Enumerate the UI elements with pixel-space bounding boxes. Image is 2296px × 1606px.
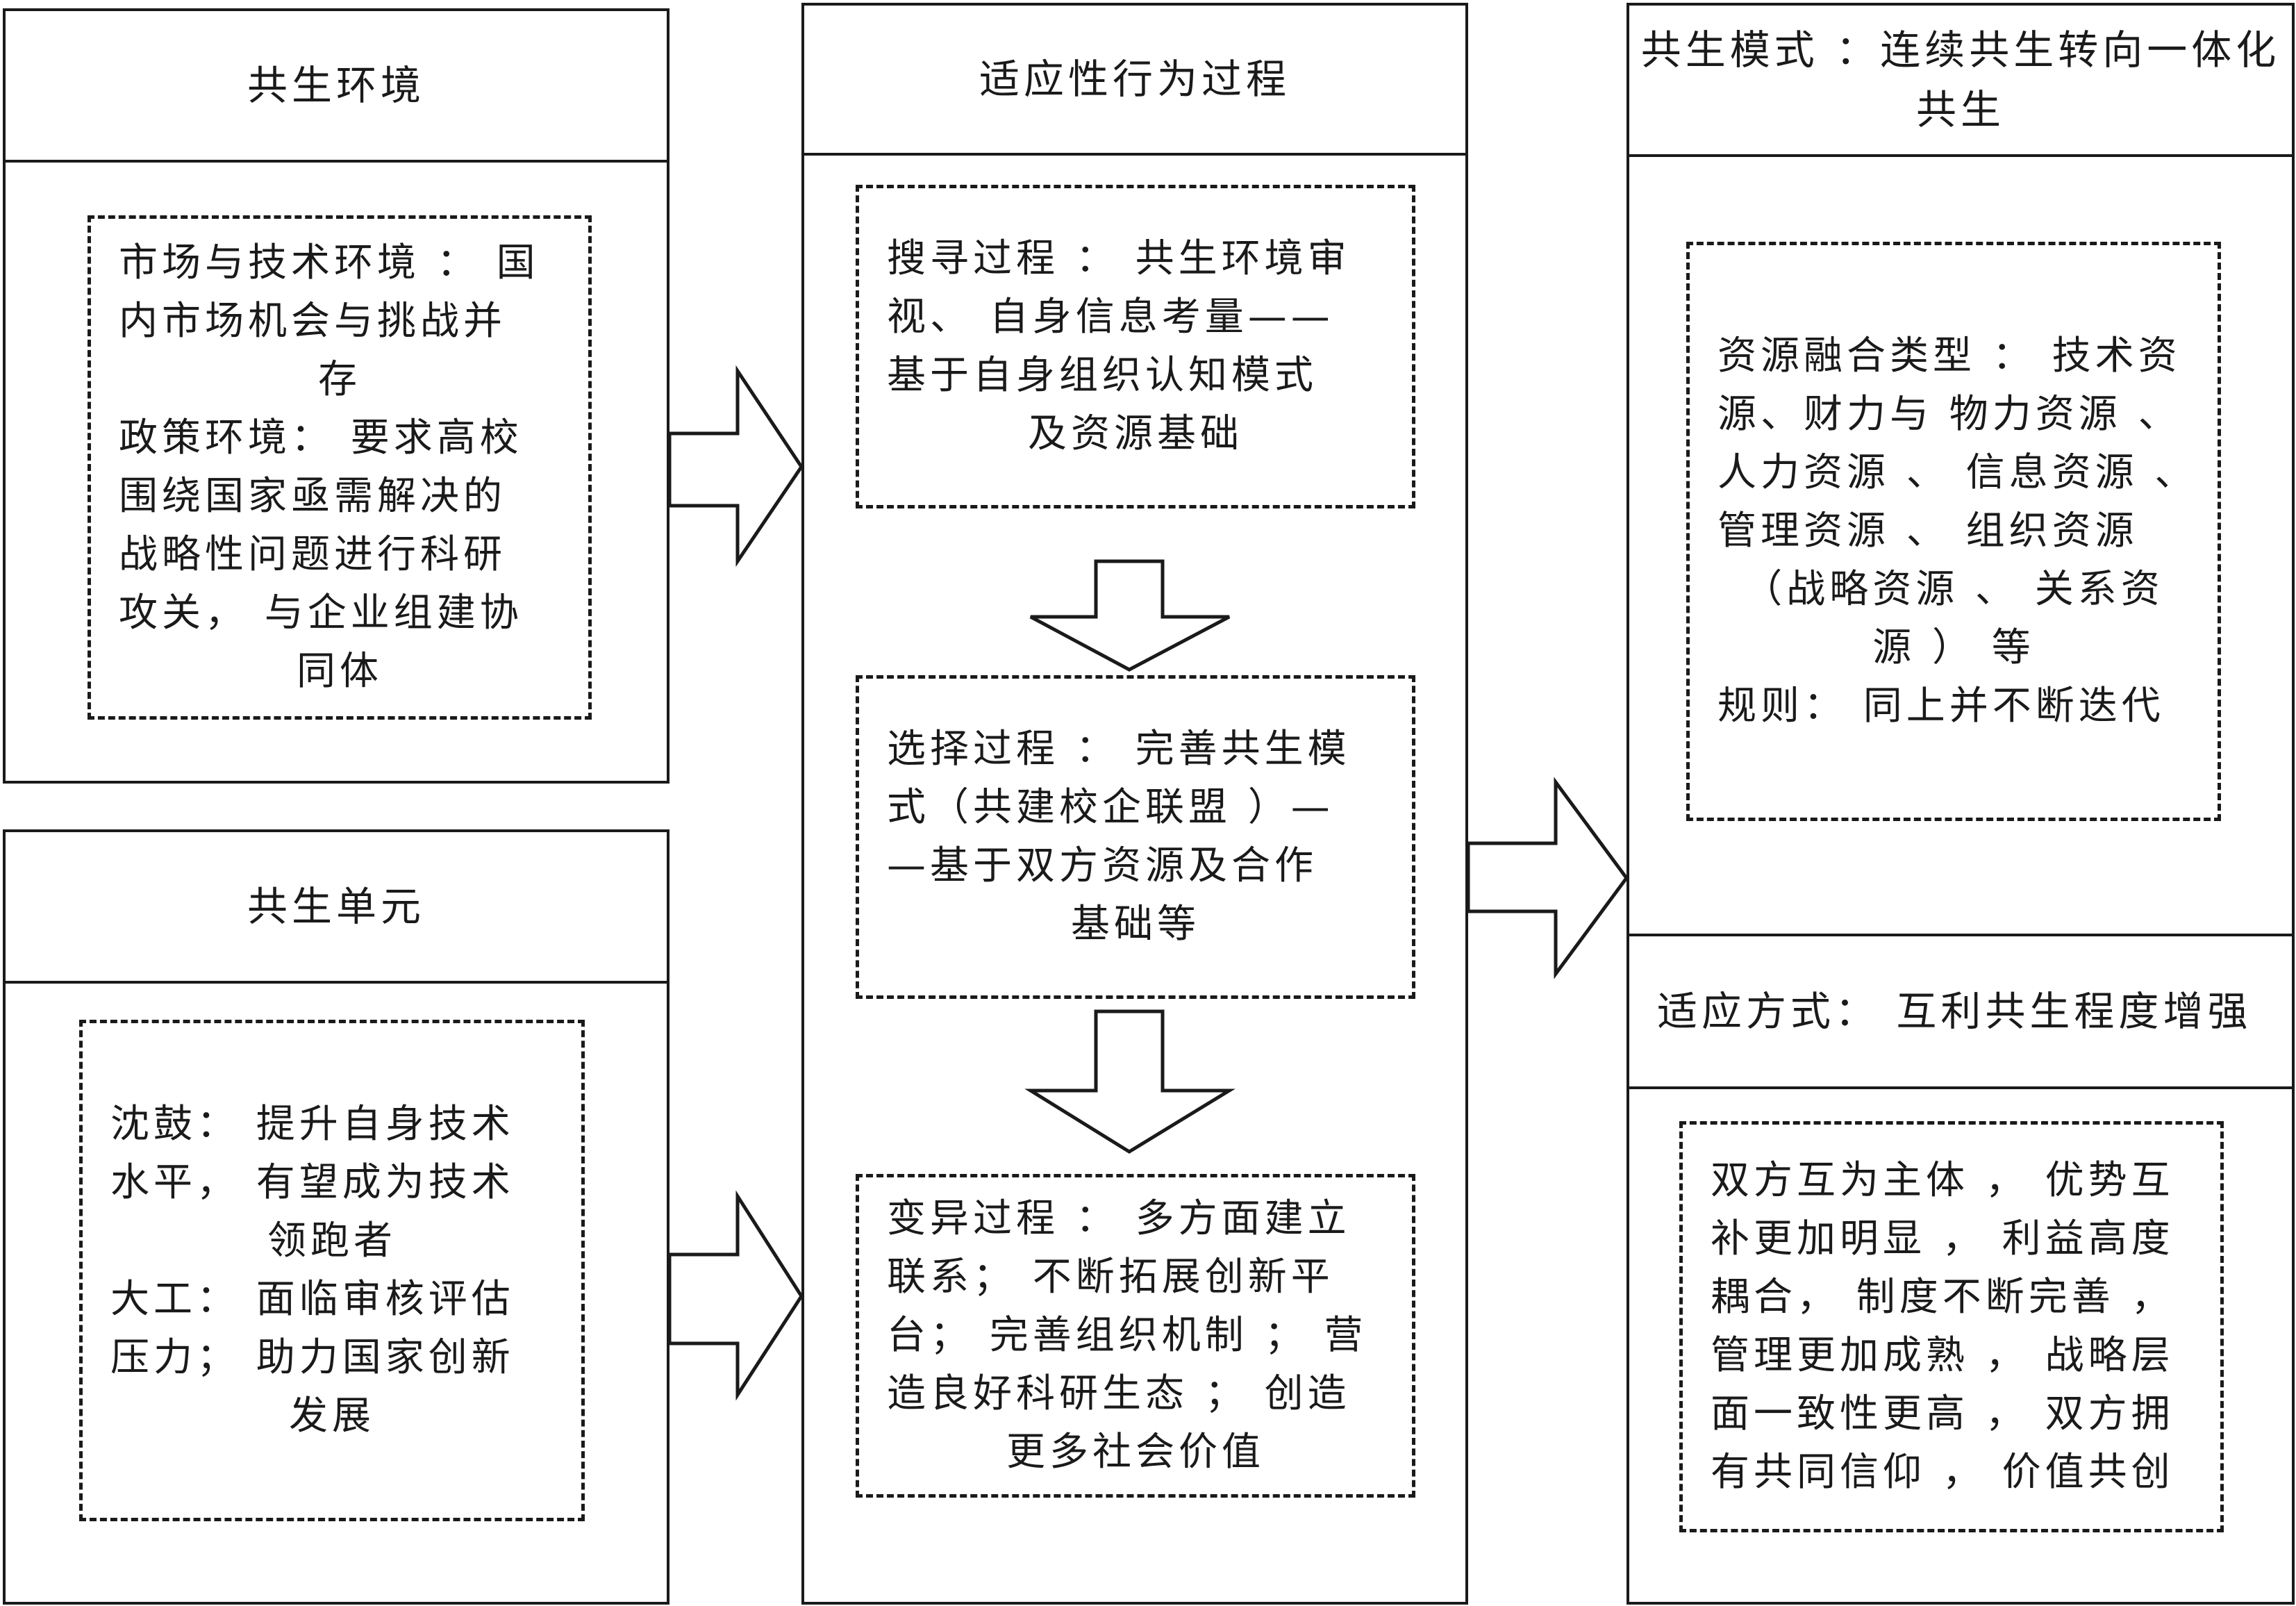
adapt-line: 补更加明显 ， 利益高度 (1711, 1216, 2174, 1261)
environment-line: 攻关， 与企业组建协 (119, 590, 523, 636)
adapt-line: 管理更加成熟 ， 战略层 (1711, 1333, 2174, 1378)
adapt-line: 有共同信仰 ， 价值共创 (1711, 1450, 2174, 1495)
unit-header: 共生单元 (6, 832, 667, 984)
variation-line: 变异过程 ： 多方面建立 (887, 1196, 1351, 1241)
adapt-line: 双方互为主体 ， 优势互 (1711, 1158, 2174, 1203)
unit-line: 大工： 面临审核评估 (110, 1277, 515, 1322)
environment-line: 政策环境： 要求高校 (119, 415, 523, 461)
mode-header: 共生模式 ：连续共生转向一体化 共生 (1629, 6, 2292, 157)
select-line: 基础等 (1071, 902, 1200, 947)
adapt-line: 面一致性更高 ， 双方拥 (1711, 1391, 2174, 1437)
environment-line: 同体 (297, 649, 383, 694)
unit-title: 共生单元 (247, 883, 425, 930)
environment-line: 内市场机会与挑战并 (119, 299, 506, 344)
resource-line: 源、财力与 物力资源 、 (1717, 392, 2181, 437)
resource-box: 资源融合类型 ： 技术资 源、财力与 物力资源 、 人力资源 、 信息资源 、 … (1686, 242, 2221, 821)
unit-panel: 共生单元 沈鼓： 提升自身技术 水平， 有望成为技术 领跑者 大工： 面临审核评… (3, 829, 669, 1605)
select-line: —基于双方资源及合作 (887, 843, 1317, 888)
variation-line: 造良好科研生态 ； 创造 (887, 1371, 1351, 1416)
unit-line: 沈鼓： 提升自身技术 (110, 1102, 515, 1147)
select-line: 式（共建校企联盟 ）— (887, 785, 1334, 830)
environment-line: 市场与技术环境 ： 国 (119, 240, 540, 285)
unit-detail-box: 沈鼓： 提升自身技术 水平， 有望成为技术 领跑者 大工： 面临审核评估 压力；… (79, 1020, 585, 1521)
environment-detail-box: 市场与技术环境 ： 国 内市场机会与挑战并 存 政策环境： 要求高校 围绕国家亟… (88, 215, 592, 720)
adapt-detail-box: 双方互为主体 ， 优势互 补更加明显 ， 利益高度 耦合， 制度不断完善 ， 管… (1679, 1121, 2224, 1532)
process-panel: 适应性行为过程 搜寻过程 ： 共生环境审 视、 自身信息考量—— 基于自身组织认… (801, 3, 1468, 1605)
mode-title-line1: 共生模式 ：连续共生转向一体化 (1640, 26, 2281, 74)
environment-line: 围绕国家亟需解决的 (119, 474, 506, 519)
search-process-box: 搜寻过程 ： 共生环境审 视、 自身信息考量—— 基于自身组织认知模式 及资源基… (856, 185, 1415, 508)
environment-panel: 共生环境 市场与技术环境 ： 国 内市场机会与挑战并 存 政策环境： 要求高校 … (3, 8, 669, 784)
adapt-title: 适应方式： 互利共生程度增强 (1657, 988, 2252, 1035)
variation-line: 台； 完善组织机制 ； 营 (887, 1313, 1367, 1358)
select-line: 选择过程 ： 完善共生模 (887, 727, 1351, 772)
search-line: 视、 自身信息考量—— (887, 295, 1334, 340)
arrow-right-icon (667, 1190, 804, 1401)
variation-line: 联系； 不断拓展创新平 (887, 1255, 1334, 1300)
process-header: 适应性行为过程 (804, 6, 1465, 156)
unit-line: 领跑者 (267, 1218, 397, 1264)
select-process-box: 选择过程 ： 完善共生模 式（共建校企联盟 ）— —基于双方资源及合作 基础等 (856, 675, 1415, 999)
resource-line: 资源融合类型 ： 技术资 (1717, 333, 2181, 379)
adapt-line: 耦合， 制度不断完善 ， (1711, 1275, 2174, 1320)
arrow-right-icon (1466, 777, 1629, 979)
variation-process-box: 变异过程 ： 多方面建立 联系； 不断拓展创新平 台； 完善组织机制 ； 营 造… (856, 1174, 1415, 1498)
mode-panel: 共生模式 ：连续共生转向一体化 共生 资源融合类型 ： 技术资 源、财力与 物力… (1627, 3, 2295, 1605)
unit-line: 发展 (289, 1393, 375, 1439)
variation-line: 更多社会价值 (1006, 1430, 1265, 1475)
arrow-right-icon (667, 365, 804, 568)
resource-line: 管理资源 、 组织资源 (1717, 508, 2138, 554)
search-line: 基于自身组织认知模式 (887, 353, 1317, 398)
environment-title: 共生环境 (247, 62, 425, 109)
resource-line: 人力资源 、 信息资源 、 (1717, 450, 2198, 495)
search-line: 搜寻过程 ： 共生环境审 (887, 236, 1351, 281)
adapt-header: 适应方式： 互利共生程度增强 (1629, 934, 2292, 1089)
process-title: 适应性行为过程 (979, 56, 1290, 103)
resource-line: （战略资源 、 关系资 (1743, 567, 2164, 612)
mode-title-line2: 共生 (1915, 86, 2005, 133)
resource-line: 规则： 同上并不断迭代 (1717, 684, 2165, 729)
search-line: 及资源基础 (1028, 411, 1243, 456)
resource-line: 源 ） 等 (1872, 625, 2035, 670)
environment-header: 共生环境 (6, 11, 667, 163)
unit-line: 水平， 有望成为技术 (110, 1160, 515, 1205)
environment-line: 存 (318, 357, 361, 402)
unit-line: 压力； 助力国家创新 (110, 1335, 515, 1380)
environment-line: 战略性问题进行科研 (119, 532, 506, 577)
